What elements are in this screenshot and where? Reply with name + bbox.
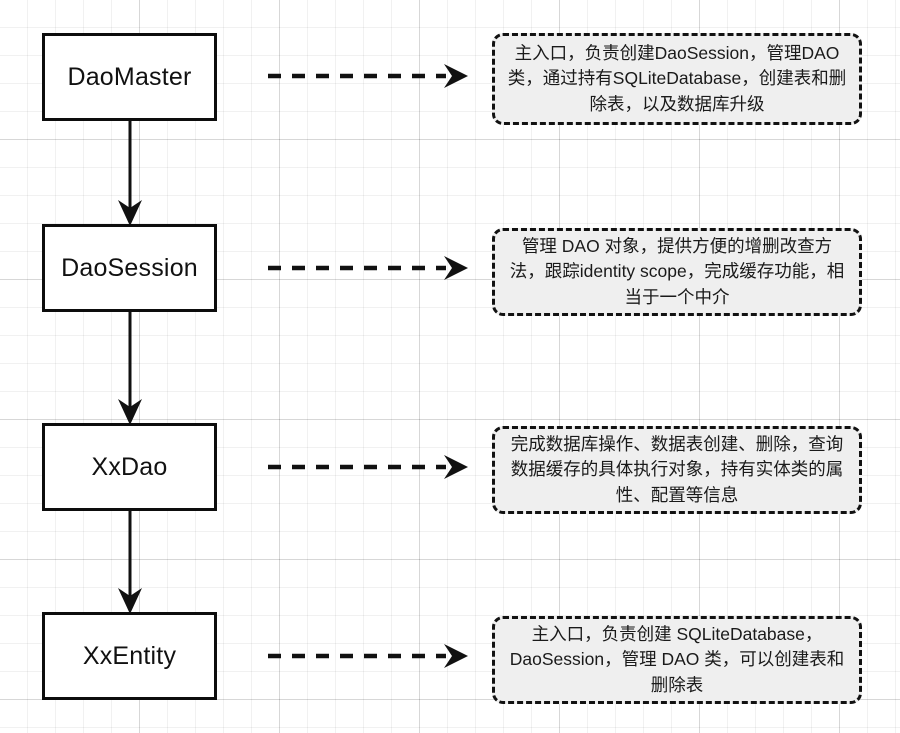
note-text: 主入口，负责创建 SQLiteDatabase，DaoSession，管理 DA… [509,623,845,695]
edge-dao-entity [118,511,142,614]
edge-note-1 [268,256,468,280]
node-xx-entity[interactable]: XxEntity [42,612,217,700]
note-dao-master[interactable]: 主入口，负责创建DaoSession，管理DAO 类，通过持有SQLiteDat… [492,33,862,125]
node-dao-session[interactable]: DaoSession [42,224,217,312]
note-xx-dao[interactable]: 完成数据库操作、数据表创建、删除，查询数据缓存的具体执行对象，持有实体类的属性、… [492,426,862,514]
node-label: XxEntity [82,641,177,670]
node-label: XxDao [91,452,168,481]
note-xx-entity[interactable]: 主入口，负责创建 SQLiteDatabase，DaoSession，管理 DA… [492,616,862,704]
note-text: 主入口，负责创建DaoSession，管理DAO 类，通过持有SQLiteDat… [507,42,847,114]
node-label: DaoMaster [67,62,192,91]
edge-note-0 [268,64,468,88]
node-xx-dao[interactable]: XxDao [42,423,217,511]
node-label: DaoSession [61,253,198,282]
edge-session-dao [118,312,142,425]
edge-note-3 [268,644,468,668]
note-dao-session[interactable]: 管理 DAO 对象，提供方便的增删改查方法，跟踪identity scope，完… [492,228,862,316]
note-text: 完成数据库操作、数据表创建、删除，查询数据缓存的具体执行对象，持有实体类的属性、… [510,433,844,505]
node-dao-master[interactable]: DaoMaster [42,33,217,121]
edge-note-2 [268,455,468,479]
note-text: 管理 DAO 对象，提供方便的增删改查方法，跟踪identity scope，完… [509,235,845,307]
edge-master-session [118,121,142,226]
